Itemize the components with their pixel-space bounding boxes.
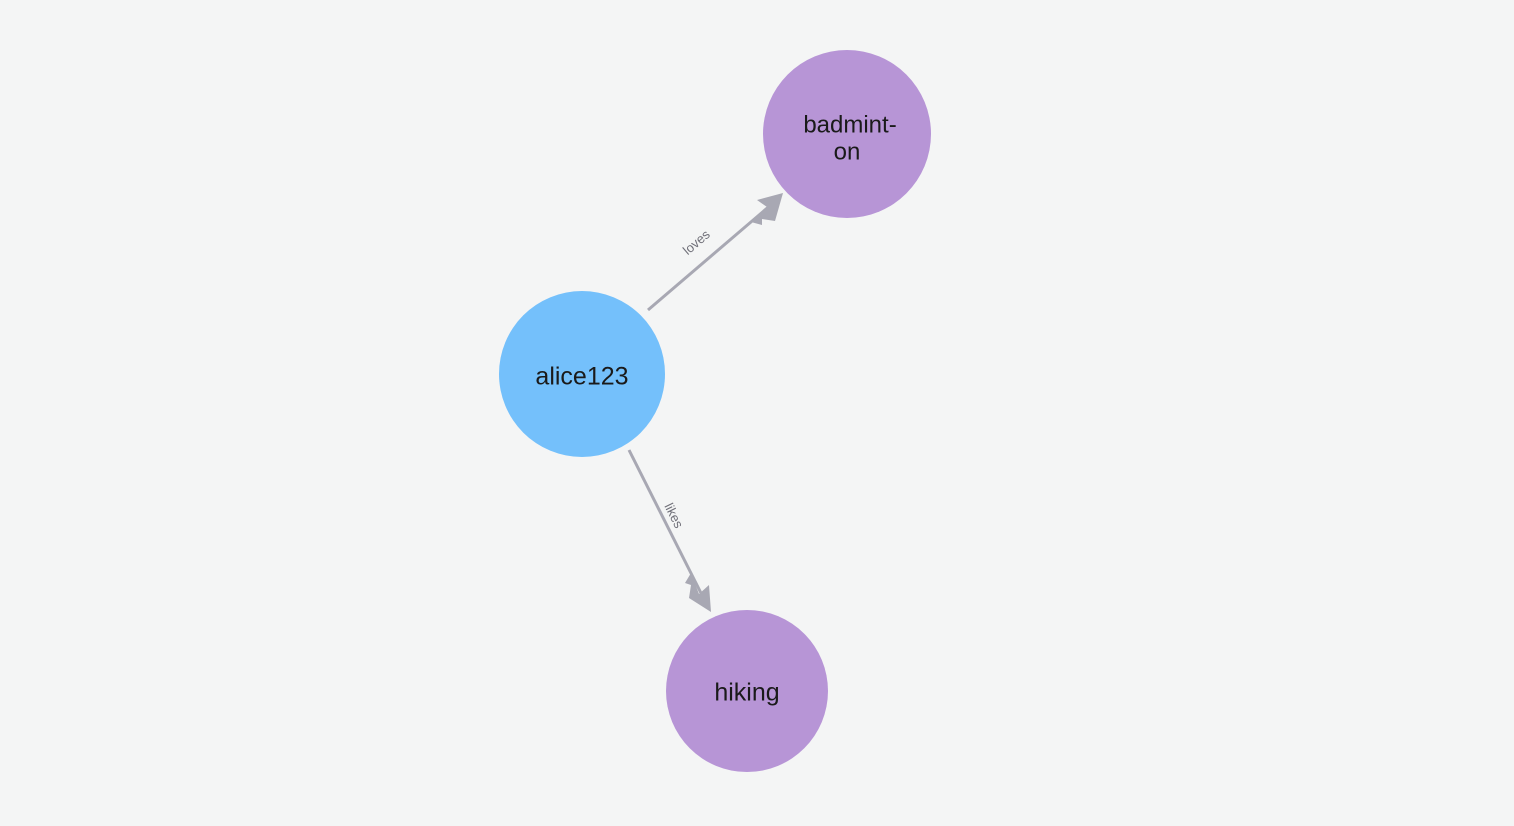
node-hiking[interactable]: hiking (666, 610, 828, 772)
arrowhead-likes (685, 573, 711, 612)
edge-label-likes: likes (661, 501, 686, 531)
edge-label-loves: loves (680, 226, 713, 257)
edge-alice123-likes-hiking[interactable]: likes (627, 449, 711, 612)
node-badminton[interactable]: badmint- on (763, 50, 931, 218)
edge-line-likes[interactable] (627, 449, 710, 608)
node-circle-badminton[interactable] (763, 50, 931, 218)
node-alice123[interactable]: alice123 (499, 291, 665, 457)
nodes-layer: alice123 badmint- on hiking (499, 50, 931, 772)
arrowhead-loves (751, 193, 783, 225)
edge-alice123-loves-badminton[interactable]: loves (647, 193, 783, 312)
node-circle-hiking[interactable] (666, 610, 828, 772)
node-circle-alice123[interactable] (499, 291, 665, 457)
